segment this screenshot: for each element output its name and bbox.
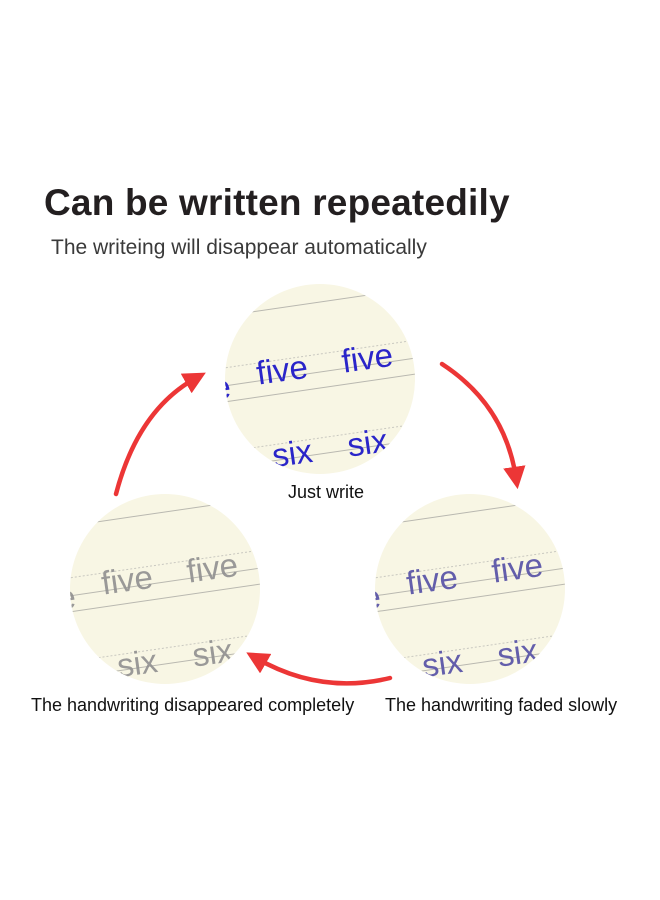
ink-word: e [210, 368, 233, 407]
ink-word: si [566, 624, 595, 664]
ink-word: five [184, 546, 240, 590]
ink-word: s [414, 415, 435, 454]
arrow-right-to-left [246, 652, 393, 686]
ink-word: five [99, 558, 155, 602]
ink-word: fivе [339, 336, 395, 380]
caption-faded: The handwriting faded slowly [385, 695, 618, 715]
ink-word: six [495, 631, 541, 673]
ink-word: six [270, 432, 316, 474]
caption-just-write: Just write [287, 482, 365, 502]
ink-word: si [261, 624, 290, 664]
stage-circle-faded: e five five six six si [360, 494, 595, 684]
ink-word: six [345, 421, 391, 463]
stage-circle-just-write: e five fivе six six s [210, 284, 435, 474]
ink-word: e [55, 578, 78, 617]
ink-word: five [489, 546, 545, 590]
caption-disappeared: The handwriting disappeared completely [31, 695, 355, 715]
ink-word: e [360, 578, 383, 617]
ink-word: six [190, 631, 236, 673]
page-subtitle: The writeing will disappear automaticall… [51, 236, 427, 259]
ink-word: six [420, 642, 466, 684]
arrow-left-to-top [113, 372, 206, 497]
page-title: Can be written repeatedily [44, 182, 510, 223]
ink-word: six [115, 642, 161, 684]
ink-word: five [254, 348, 310, 392]
stage-circle-disappeared: e five five six six si [55, 494, 290, 684]
arrow-top-to-right [439, 361, 526, 490]
ink-word: five [404, 558, 460, 602]
